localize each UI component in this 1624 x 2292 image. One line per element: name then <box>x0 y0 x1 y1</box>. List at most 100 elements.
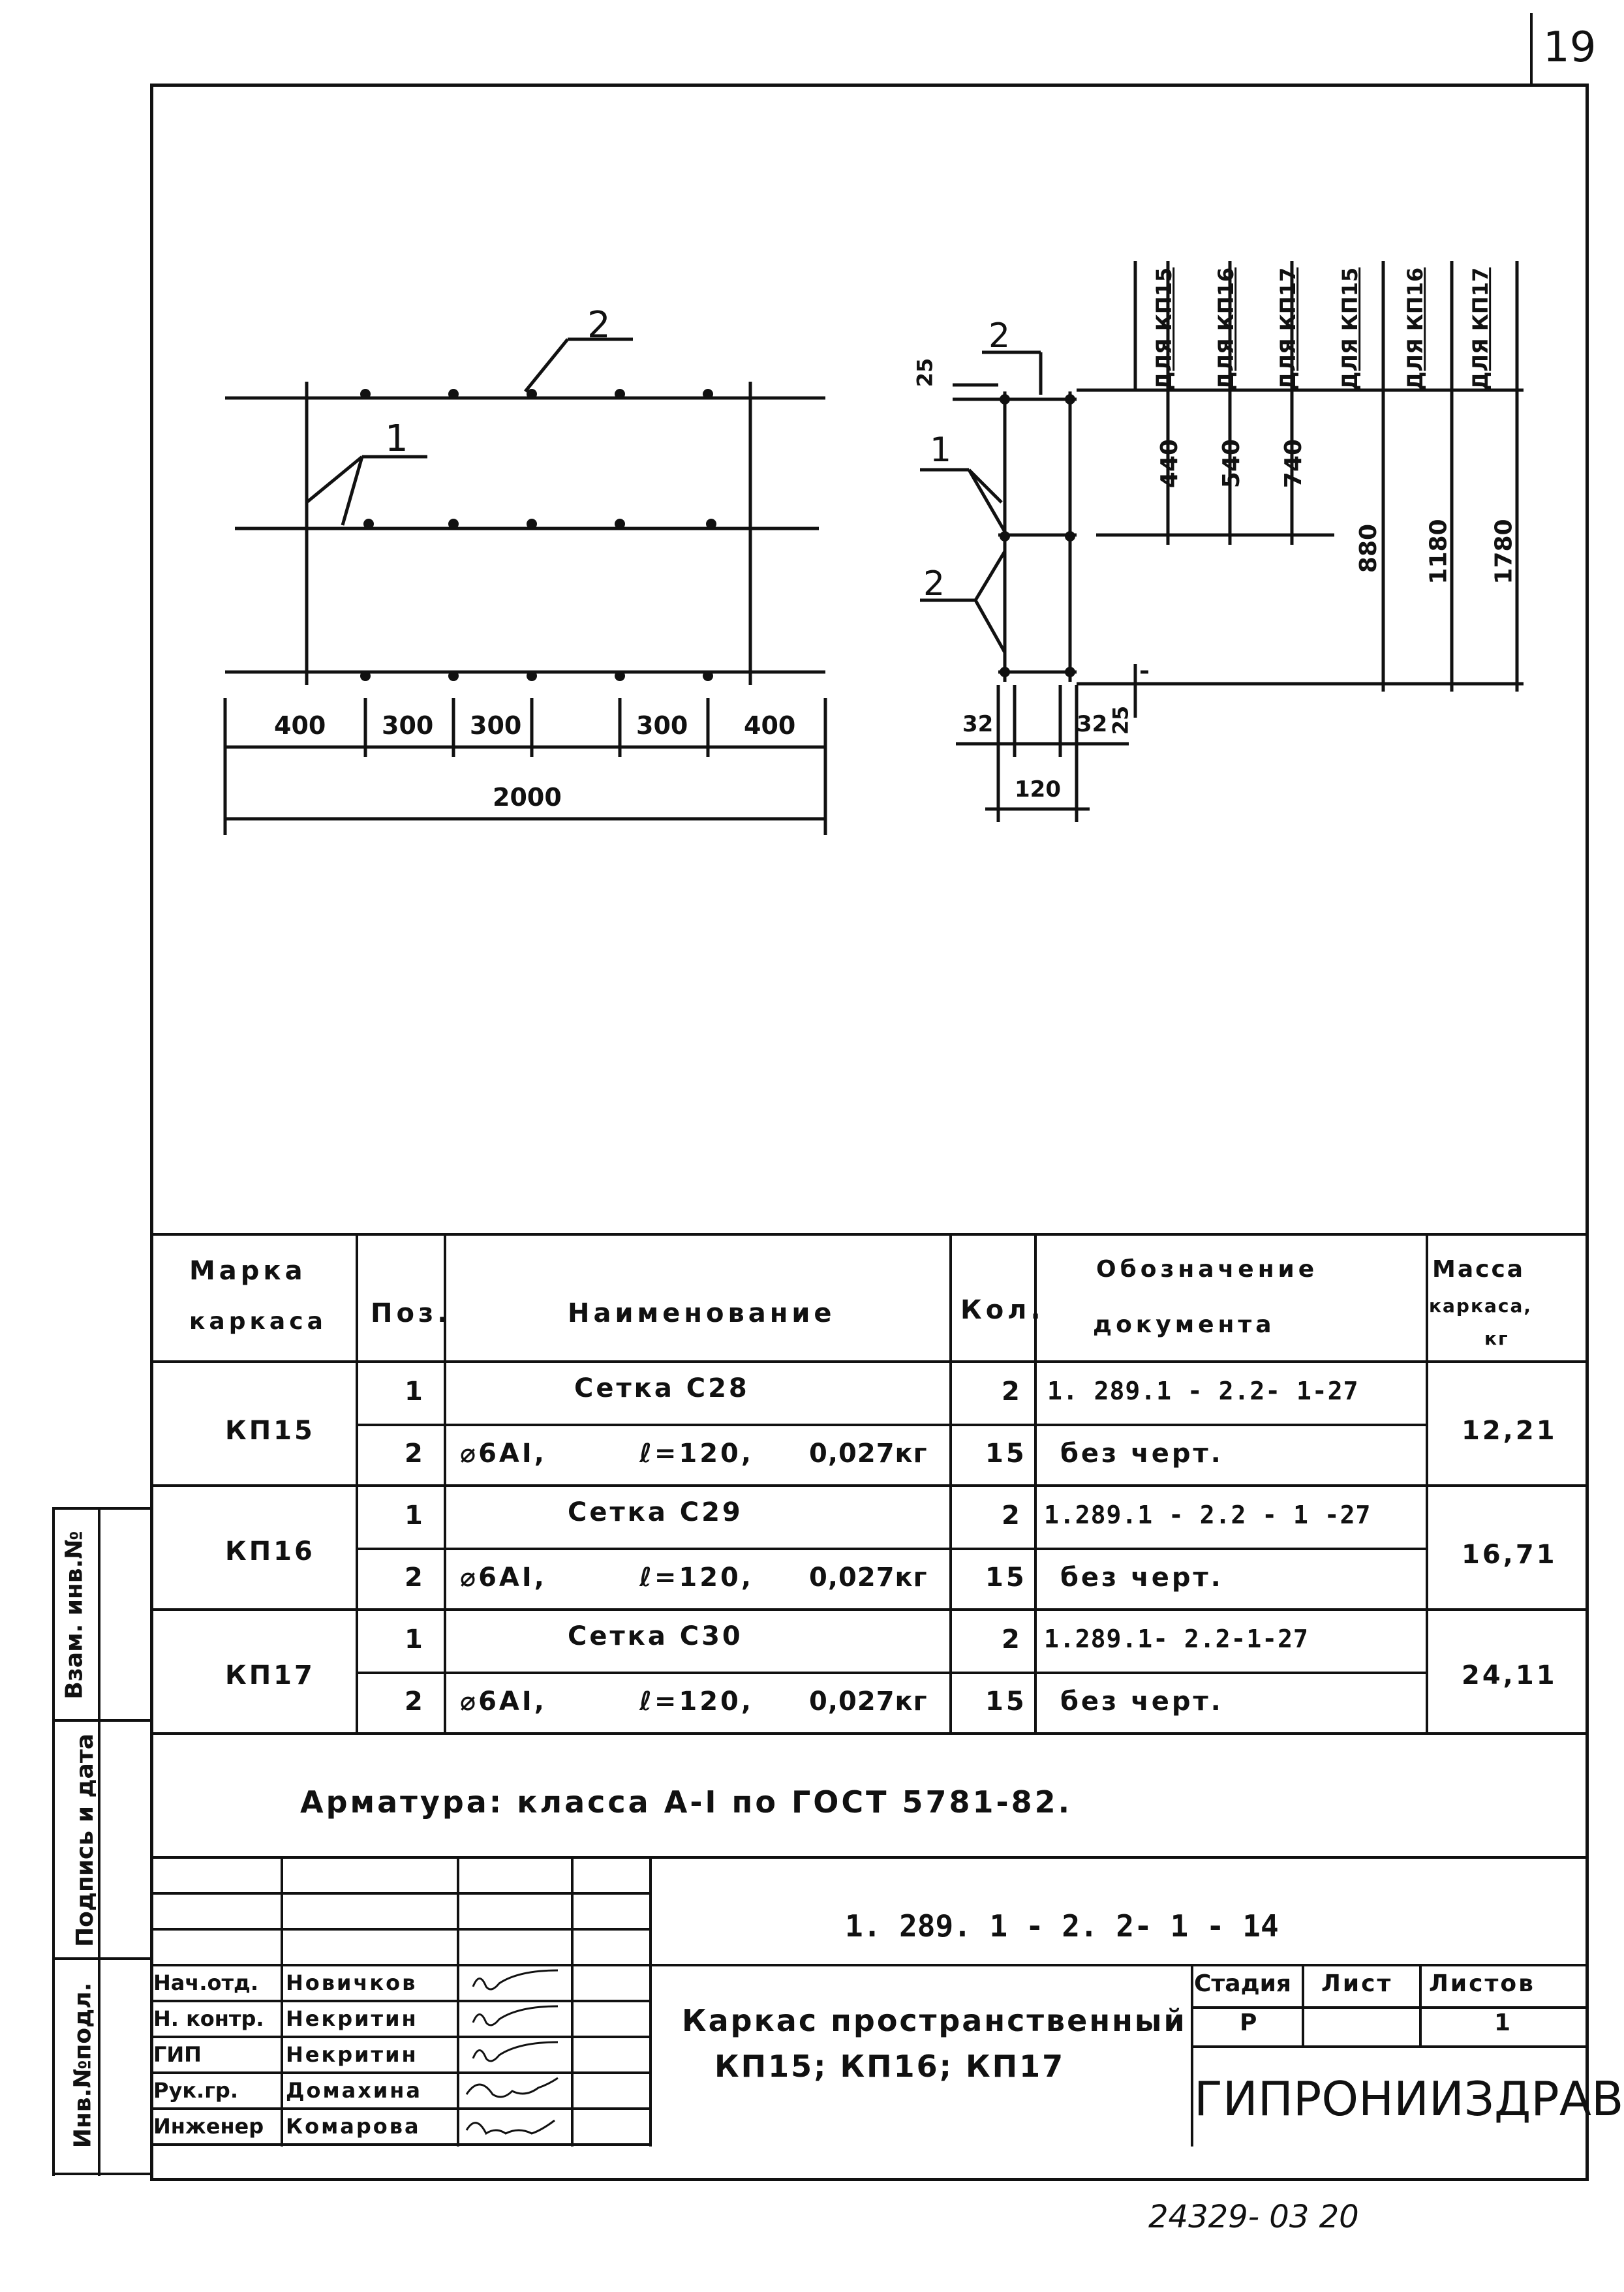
row-pos: 2 <box>405 1439 425 1469</box>
section-col-header-1: ДЛЯ КП15 <box>1152 267 1177 391</box>
sheet-number: 19 <box>1543 23 1597 72</box>
section-dim-width: 120 <box>1015 776 1061 802</box>
plan-dim-2: 300 <box>382 711 434 740</box>
row-doc: без черт. <box>1060 1439 1223 1469</box>
section-height-1180: 1180 <box>1425 519 1452 585</box>
section-col-header-4: ДЛЯ КП15 <box>1338 267 1363 391</box>
title-block-line <box>649 1856 652 2147</box>
section-col-header-2: ДЛЯ КП16 <box>1214 267 1239 391</box>
row-qty: 15 <box>985 1687 1027 1717</box>
header-qty: Кол. <box>960 1295 1045 1325</box>
row-pos: 1 <box>405 1377 425 1407</box>
staff-name: Домахина <box>286 2078 422 2103</box>
title-block-line <box>1191 2045 1589 2048</box>
header-doc-1: Обозначение <box>1096 1256 1319 1283</box>
signatures <box>465 1969 559 2135</box>
staff-role: Рук.гр. <box>153 2078 238 2103</box>
spec-table-line <box>356 1233 358 1732</box>
side-stamp-sign-label: Подпись и дата <box>71 1734 99 1947</box>
header-mass-3: кг <box>1484 1328 1509 1349</box>
plan-label-top: 2 <box>587 304 611 346</box>
row-qty: 15 <box>985 1439 1027 1469</box>
plan-dim-4: 300 <box>636 711 688 740</box>
staff-name: Комарова <box>286 2114 421 2139</box>
row-doc: 1.289.1 - 2.2 - 1 -27 <box>1044 1501 1371 1529</box>
section-view <box>920 261 1524 822</box>
section-rod-dots <box>1000 394 1075 677</box>
side-stamp-line <box>52 1719 150 1722</box>
spec-table-line <box>150 1732 1589 1735</box>
sheet-number-divider <box>1530 13 1533 85</box>
row-doc: 1. 289.1 - 2.2- 1-27 <box>1047 1377 1359 1405</box>
row-name-length: ℓ=120, <box>639 1439 754 1469</box>
plan-label-mid: 1 <box>385 418 408 460</box>
header-mass-2: каркаса, <box>1429 1295 1532 1317</box>
header-mark-2: каркаса <box>189 1308 327 1335</box>
title-block-line <box>150 2107 649 2110</box>
spec-table-line <box>150 1233 1589 1236</box>
spec-table-line <box>1426 1233 1428 1732</box>
organization: ГИПРОНИИЗДРАВ <box>1194 2071 1624 2126</box>
section-height-880: 880 <box>1355 523 1383 573</box>
header-name: Наименование <box>568 1298 836 1328</box>
staff-name: Некритин <box>286 2006 418 2031</box>
staff-role: Нач.отд. <box>153 1970 259 1995</box>
title-block-line <box>571 1856 574 2147</box>
spec-table-line <box>150 1360 1589 1363</box>
title-block-line <box>1191 2006 1589 2009</box>
staff-name: Новичков <box>286 1970 418 1995</box>
row-doc: без черт. <box>1060 1687 1223 1717</box>
side-stamp-replace-label: Взам. инв.№ <box>61 1531 88 1700</box>
section-dim-bottom: 25 <box>1108 705 1133 735</box>
row-pos: 2 <box>405 1687 425 1717</box>
section-col-header-5: ДЛЯ КП16 <box>1403 267 1428 391</box>
doc-code: 1. 289. 1 - 2. 2- 1 - 14 <box>845 1908 1279 1944</box>
section-height-1780: 1780 <box>1490 519 1518 585</box>
sheets-value: 1 <box>1494 2009 1511 2036</box>
stage-label: Стадия <box>1194 1970 1291 1997</box>
row-name-length: ℓ=120, <box>639 1687 754 1717</box>
row-pos: 1 <box>405 1625 425 1655</box>
title-block-line <box>1302 1964 1304 2045</box>
row-qty: 2 <box>1002 1625 1022 1655</box>
title-block-line <box>150 2143 649 2146</box>
row-name-diameter: ⌀6AI, <box>460 1439 547 1469</box>
title-block-line <box>1191 1964 1193 2147</box>
drawings <box>223 261 1524 835</box>
group-mark: КП16 <box>225 1536 315 1566</box>
row-name-weight: 0,027кг <box>809 1563 928 1593</box>
section-label-top: 2 <box>988 316 1011 356</box>
plan-dim-3: 300 <box>470 711 522 740</box>
section-dim-left: 32 <box>962 711 994 737</box>
plan-dim-total: 2000 <box>493 783 562 812</box>
spec-table-line <box>444 1233 446 1732</box>
group-mark: КП17 <box>225 1660 315 1690</box>
reinforcement-note: Арматура: класса А-I по ГОСТ 5781-82. <box>300 1784 1073 1820</box>
staff-role: ГИП <box>153 2042 202 2067</box>
section-label-low: 2 <box>923 564 945 604</box>
spec-table-line <box>949 1233 952 1732</box>
row-name: Сетка С28 <box>574 1373 750 1403</box>
group-mark: КП15 <box>225 1416 315 1446</box>
plan-dim-1: 400 <box>274 711 326 740</box>
title-block-line <box>150 2071 649 2074</box>
title-block-line <box>150 1856 1589 1859</box>
side-stamp-line <box>52 2173 150 2175</box>
row-name-weight: 0,027кг <box>809 1687 928 1717</box>
plan-view-rod-dots <box>360 389 716 681</box>
row-pos: 1 <box>405 1501 425 1531</box>
row-name-length: ℓ=120, <box>639 1563 754 1593</box>
section-height-440: 440 <box>1156 438 1184 489</box>
section-height-740: 740 <box>1280 438 1308 489</box>
group-mass: 12,21 <box>1462 1416 1557 1446</box>
staff-name: Некритин <box>286 2042 418 2067</box>
row-qty: 15 <box>985 1563 1027 1593</box>
staff-role: Инженер <box>153 2114 264 2139</box>
section-label-mid: 1 <box>930 431 952 470</box>
side-stamp-inv-label: Инв.№подл. <box>69 1982 97 2148</box>
title-block-line <box>150 1964 1589 1966</box>
title-block-line <box>150 1892 649 1895</box>
row-qty: 2 <box>1002 1377 1022 1407</box>
plan-dim-5: 400 <box>744 711 796 740</box>
spec-table-line <box>356 1424 1426 1426</box>
